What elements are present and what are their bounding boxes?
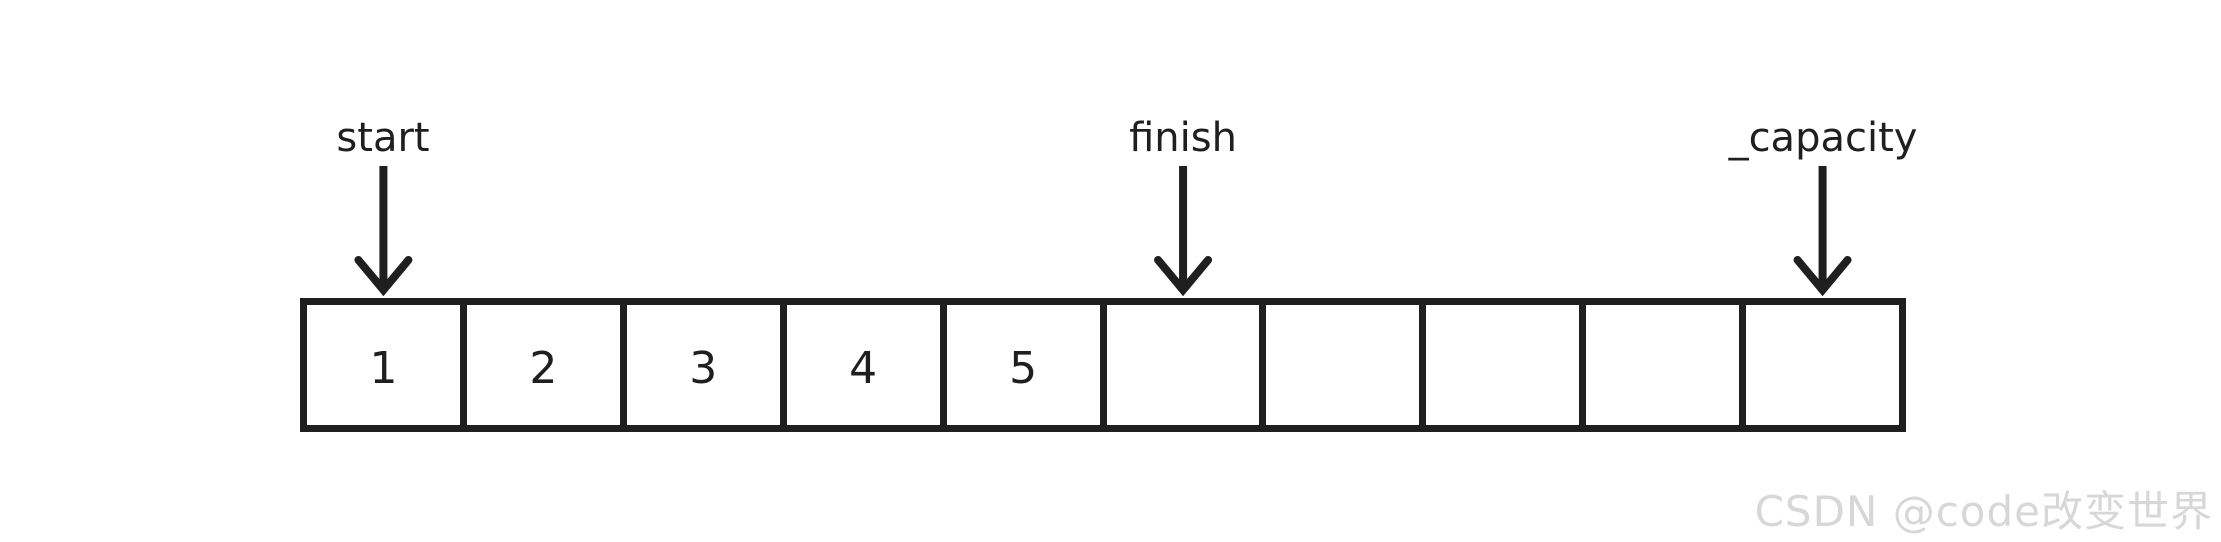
pointer-start: start: [336, 115, 430, 296]
array-cell-5: [1107, 305, 1267, 425]
array-cell-9: [1746, 305, 1899, 425]
pointer-capacity-label: _capacity: [1728, 115, 1918, 161]
pointer-finish-label: finish: [1129, 115, 1237, 161]
array-cell-6: [1266, 305, 1427, 425]
array-cell-8: [1586, 305, 1747, 425]
array-cell-0: 1: [307, 305, 467, 425]
pointer-capacity: _capacity: [1728, 115, 1918, 296]
down-arrow-icon: [1153, 166, 1212, 296]
pointer-start-label: start: [336, 115, 430, 161]
array-cell-7: [1426, 305, 1587, 425]
array-cell-4: 5: [947, 305, 1107, 425]
array-cell-1: 2: [467, 305, 627, 425]
csdn-watermark: CSDN @code改变世界: [1754, 487, 2213, 536]
pointer-finish: finish: [1129, 116, 1237, 296]
array-cell-2: 3: [627, 305, 787, 425]
down-arrow-icon: [1794, 166, 1852, 296]
vector-array: 1 2 3 4 5: [300, 298, 1906, 432]
down-arrow-icon: [353, 166, 412, 296]
array-cell-3: 4: [787, 305, 947, 425]
